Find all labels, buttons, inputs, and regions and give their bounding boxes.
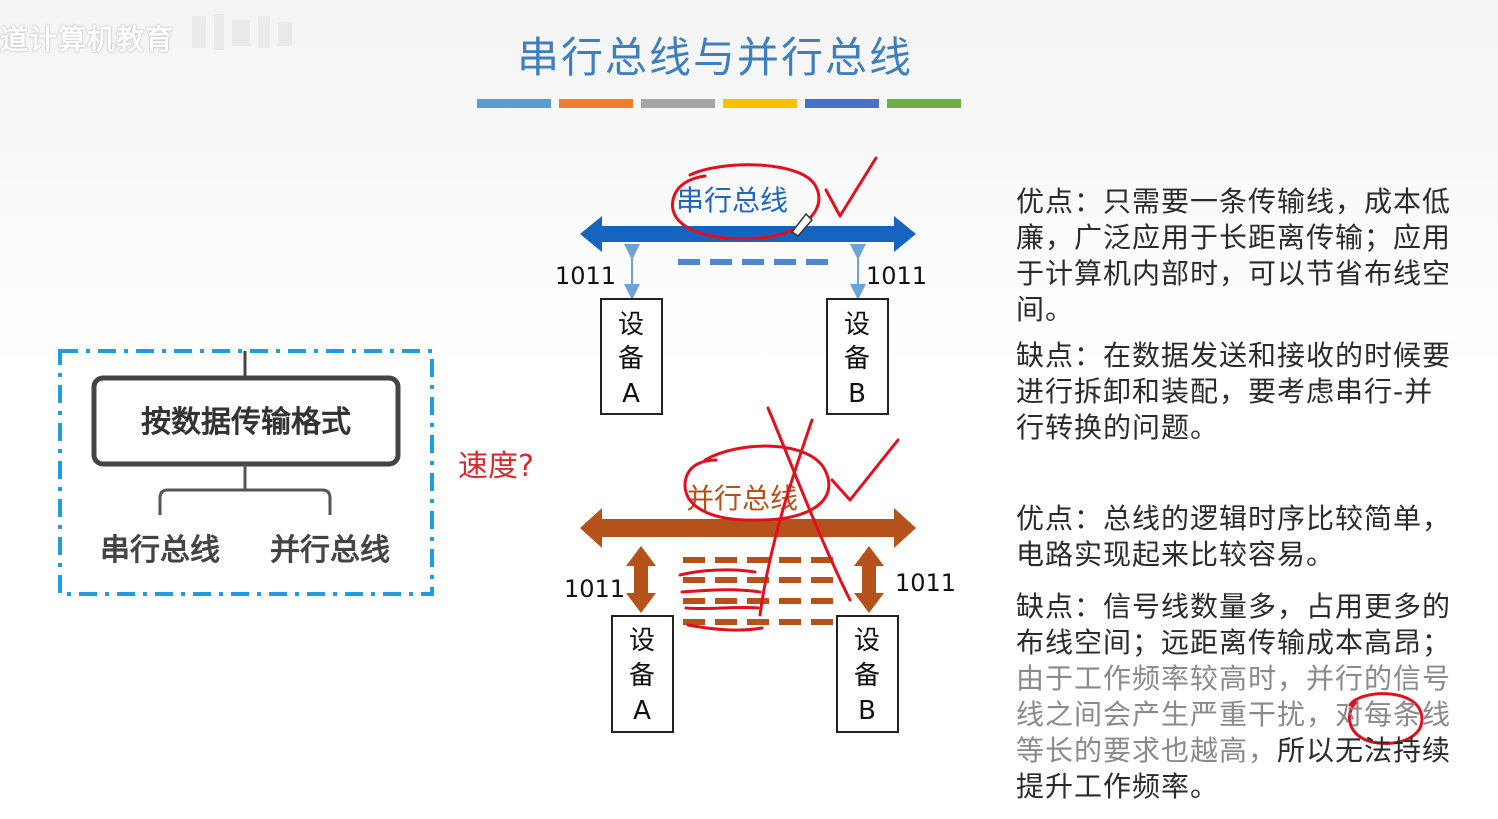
serial-description: 优点：只需要一条传输线，成本低廉，广泛应用于长距离传输；应用于计算机内部时，可以…: [1016, 184, 1456, 446]
classification-frame: [58, 349, 434, 596]
serial-device-b-char: 设: [844, 310, 870, 340]
parallel-dis-faded: 由于工作频率较高时，并行的信号线之间会产生严重干扰，对每条线等长的要求也越高，: [1016, 662, 1452, 767]
parallel-device-a: [611, 615, 674, 733]
serial-bus-label: 串行总线: [676, 184, 788, 217]
parallel-data-lines: [683, 557, 833, 625]
parallel-dis-end: 所以无法持续提升工作频率。: [1016, 734, 1452, 803]
watermark-logo: [192, 14, 292, 50]
page-title: 串行总线与并行总线: [516, 33, 913, 82]
parallel-cross-stroke: [758, 418, 814, 617]
serial-checkmark: [824, 156, 878, 218]
serial-device-b-char: 备: [844, 344, 870, 374]
serial-disadvantages: 缺点：在数据发送和接收的时候要进行拆卸和装配，要考虑串行-并行转换的问题。: [1016, 339, 1452, 444]
parallel-advantages: 优点：总线的逻辑时序比较简单，电路实现起来比较容易。: [1016, 502, 1452, 571]
serial-device-a-char: A: [622, 379, 640, 409]
interference-circle: [1347, 692, 1424, 745]
serial-bits-left: 1011: [555, 262, 616, 290]
parallel-cross-stroke: [766, 406, 852, 602]
parallel-device-b-char: 设: [854, 626, 880, 656]
parallel-description: 优点：总线的逻辑时序比较简单，电路实现起来比较容易。 缺点：信号线数量多，占用更…: [1016, 501, 1456, 805]
parallel-link-a: [626, 546, 656, 613]
parallel-link-b: [854, 546, 884, 613]
serial-device-b: [826, 298, 889, 415]
speed-question: 速度?: [458, 449, 534, 484]
title-bar-segment: [559, 99, 633, 108]
title-bar-segment: [887, 99, 961, 108]
parallel-device-a-char: 备: [629, 661, 655, 691]
title-bar-segment: [641, 99, 715, 108]
pen-cursor-icon: [790, 212, 814, 237]
parallel-bits-right: 1011: [895, 569, 956, 597]
tree-connector: [158, 464, 332, 515]
serial-device-a-char: 备: [618, 344, 644, 374]
parallel-dis-main: 缺点：信号线数量多，占用更多的布线空间；远距离传输成本高昂；: [1016, 590, 1452, 659]
parallel-label-circle: [683, 444, 831, 522]
serial-bus-arrow: [580, 216, 916, 252]
parallel-device-a-char: A: [633, 696, 651, 726]
title-bar-segment: [477, 99, 551, 108]
parallel-device-a-char: 设: [629, 626, 655, 656]
serial-device-b-char: B: [848, 379, 866, 409]
serial-device-a-char: 设: [618, 310, 644, 340]
title-color-bar: [477, 99, 961, 108]
parallel-disadvantages: 缺点：信号线数量多，占用更多的布线空间；远距离传输成本高昂；由于工作频率较高时，…: [1016, 589, 1456, 805]
title-bar-segment: [723, 99, 797, 108]
parallel-bus-label: 并行总线: [686, 482, 798, 515]
watermark: 道计算机教育: [0, 23, 175, 56]
parallel-bits-left: 1011: [564, 575, 625, 603]
parallel-bus-arrow: [580, 508, 916, 548]
serial-advantages: 优点：只需要一条传输线，成本低廉，广泛应用于长距离传输；应用于计算机内部时，可以…: [1016, 185, 1452, 326]
child-parallel-label: 并行总线: [270, 533, 390, 568]
format-box-label: 按数据传输格式: [141, 405, 351, 440]
serial-label-circle: [671, 163, 821, 241]
serial-device-a: [600, 298, 663, 415]
parallel-device-b-char: B: [858, 696, 876, 726]
parallel-checkmark: [830, 438, 900, 502]
parallel-device-b: [836, 615, 899, 733]
interference-scribble: [678, 568, 764, 632]
parallel-device-b-char: 备: [854, 661, 880, 691]
serial-bits-right: 1011: [866, 262, 927, 290]
title-bar-segment: [805, 99, 879, 108]
child-serial-label: 串行总线: [100, 533, 220, 568]
